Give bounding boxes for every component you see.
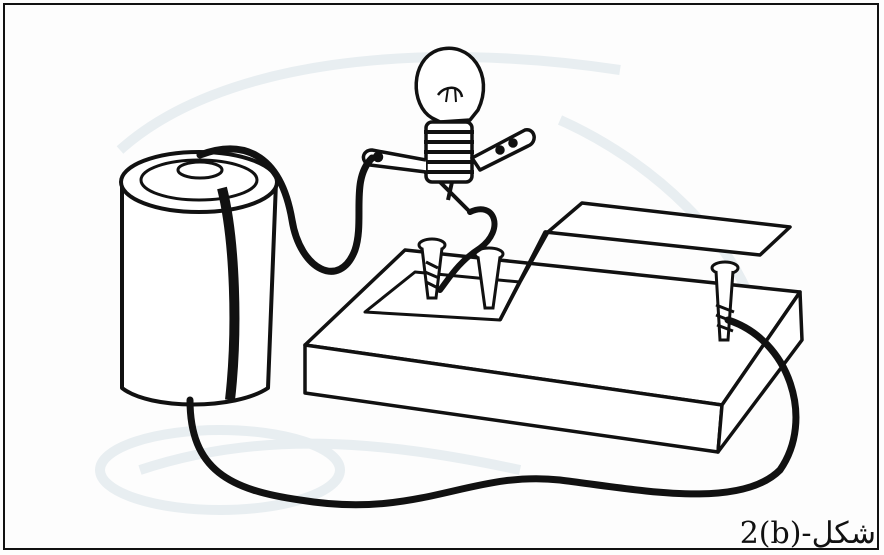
bulb-holder	[363, 48, 534, 212]
figure-caption: 2(b)-شکل	[740, 519, 876, 549]
battery-cell	[121, 152, 277, 405]
